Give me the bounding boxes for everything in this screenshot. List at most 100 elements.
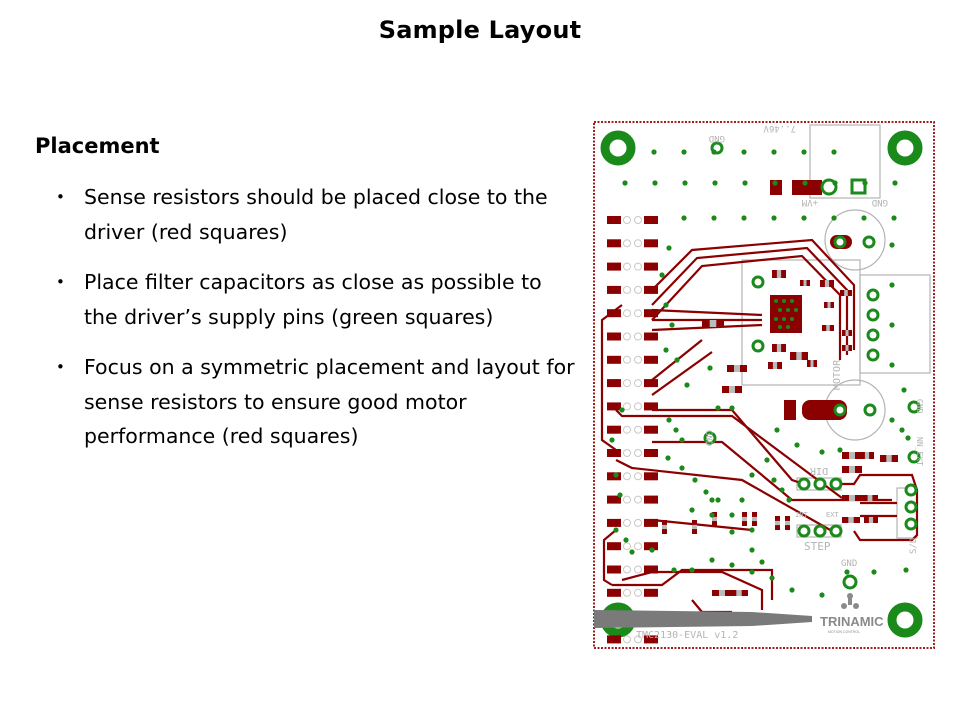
- via: [889, 242, 895, 248]
- via: [651, 149, 657, 155]
- trace: [615, 409, 843, 499]
- silk-step: STEP: [804, 540, 831, 553]
- smd-part-body: [824, 280, 830, 287]
- silkscreen-outlines: [741, 124, 931, 539]
- via: [689, 507, 695, 513]
- connector-pad: [644, 472, 658, 481]
- connector-pad-hole: [623, 565, 631, 574]
- smd-part-body: [827, 302, 831, 308]
- trace: [615, 459, 833, 532]
- connector-pad-hole: [623, 449, 631, 457]
- via: [681, 215, 687, 221]
- connector-pad-hole: [634, 635, 642, 644]
- connector-pad: [607, 542, 621, 551]
- pcb-layout-image: GND 7..46V +VM GND MOTOR GND GND NN_EXT …: [593, 121, 935, 649]
- smd-part-body: [864, 452, 870, 459]
- bullet-icon: •: [56, 273, 65, 291]
- connector-pad-hole: [634, 239, 642, 248]
- smd-part-body: [742, 516, 747, 522]
- via: [779, 487, 785, 493]
- connector-pad: [644, 332, 658, 341]
- smd-part-body: [845, 330, 849, 336]
- connector-pad: [607, 635, 621, 644]
- slide-title: Sample Layout: [378, 16, 582, 44]
- via: [629, 549, 635, 555]
- through-hole-pin: [703, 431, 717, 445]
- cap1-pin: [862, 235, 876, 249]
- trace: [651, 351, 713, 396]
- via: [613, 527, 619, 533]
- smd-part-body: [845, 345, 849, 351]
- motor-connector-outline: [859, 274, 931, 374]
- via: [715, 497, 721, 503]
- smd-part-body: [772, 362, 778, 369]
- via: [709, 512, 715, 518]
- via: [665, 455, 671, 461]
- bullet-item: • Sense resistors should be placed close…: [56, 180, 576, 249]
- via: [802, 180, 808, 186]
- via: [794, 442, 800, 448]
- mounting-hole-bottom-right: [887, 602, 923, 638]
- connector-pad: [644, 635, 658, 644]
- connector-pad: [644, 309, 658, 318]
- connector-pad: [644, 565, 658, 574]
- connector-pad-hole: [623, 518, 631, 527]
- connector-pad-hole: [634, 216, 642, 224]
- via: [729, 512, 735, 518]
- via: [692, 477, 698, 483]
- connector-pad-hole: [634, 355, 642, 364]
- smd-part-body: [692, 524, 697, 530]
- connector-pad: [607, 588, 621, 597]
- via: [682, 180, 688, 186]
- through-hole-pin: [907, 450, 921, 464]
- connector-pad-hole: [634, 262, 642, 271]
- connector-pad: [607, 379, 621, 388]
- bullet-icon: •: [56, 188, 65, 206]
- connector-pad: [644, 542, 658, 551]
- smd-part-body: [844, 290, 848, 296]
- connector-pad-hole: [634, 425, 642, 434]
- silk-int: INT: [795, 511, 808, 519]
- connector-pad-hole: [634, 402, 642, 411]
- trace: [621, 570, 764, 610]
- connector-pad: [607, 239, 621, 248]
- connector-pad: [644, 216, 658, 224]
- mounting-holes: [600, 130, 923, 638]
- via: [741, 215, 747, 221]
- silk-nn-ext: NN_EXT: [915, 437, 924, 466]
- connector-pad-hole: [623, 285, 631, 294]
- connector-pad-hole: [623, 635, 631, 644]
- smd-part-body: [752, 516, 757, 522]
- via: [819, 592, 825, 598]
- via: [905, 435, 911, 441]
- connector-pad-hole: [623, 542, 631, 551]
- via: [703, 489, 709, 495]
- via: [837, 447, 843, 453]
- via: [681, 149, 687, 155]
- connector-pad: [644, 425, 658, 434]
- connector-pad-hole: [634, 309, 642, 318]
- via: [889, 417, 895, 423]
- via: [774, 427, 780, 433]
- silk-gnd-right: GND: [915, 399, 924, 414]
- trace: [651, 518, 753, 532]
- connector-pad: [644, 285, 658, 294]
- pointer-bar: [594, 610, 812, 628]
- via: [729, 562, 735, 568]
- via: [831, 149, 837, 155]
- via: [749, 472, 755, 478]
- via: [889, 282, 895, 288]
- via: [649, 547, 655, 553]
- through-hole-pin: [797, 477, 811, 491]
- trinamic-logo-subtext: MOTION CONTROL: [828, 630, 860, 634]
- connector-pad: [607, 309, 621, 318]
- via: [689, 567, 695, 573]
- thermal-vias: [774, 299, 798, 329]
- via: [892, 180, 898, 186]
- bullet-text: Place filter capacitors as close as poss…: [84, 270, 542, 329]
- connector-pad: [644, 262, 658, 271]
- connector-pad: [644, 495, 658, 504]
- connector-pad: [644, 402, 658, 411]
- through-hole-pin: [797, 524, 811, 538]
- smd-part-body: [662, 524, 667, 530]
